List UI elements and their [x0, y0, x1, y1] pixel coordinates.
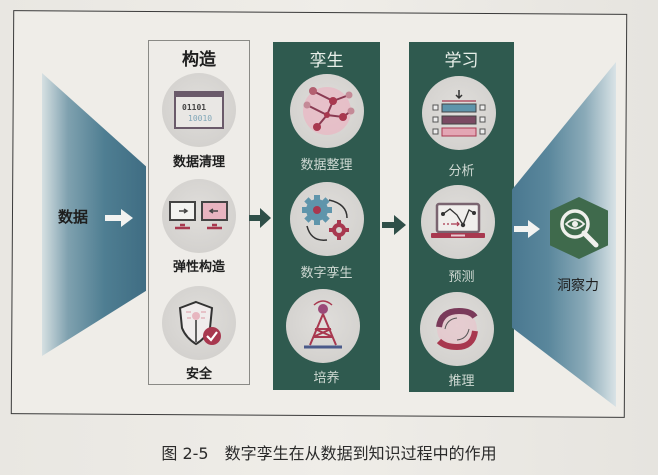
column-build: 构造 01101 10010 数据清理 弹性构造 安全 — [148, 40, 250, 385]
column-title: 孪生 — [309, 51, 344, 71]
item-circle — [286, 289, 360, 363]
arrow-right-icon — [514, 220, 540, 238]
figure-caption: 图 2-5 数字孪生在从数据到知识过程中的作用 — [0, 440, 658, 464]
arrow-right-icon — [105, 209, 133, 227]
output-label: 洞察力 — [557, 278, 599, 294]
item-label: 推理 — [448, 374, 475, 389]
item-label: 分析 — [448, 164, 475, 179]
item-label: 安全 — [185, 367, 212, 382]
shield-check-icon — [178, 300, 221, 346]
item-label: 数据整理 — [300, 158, 353, 173]
cycle-arrows-icon — [436, 307, 478, 351]
column-twin: 孪生 数据整理 — [273, 42, 380, 390]
item-circle — [421, 185, 495, 259]
arrow-right-icon — [382, 215, 406, 235]
item-circle — [422, 76, 496, 150]
input-label: 数据 — [58, 208, 89, 226]
item-label: 预测 — [448, 270, 475, 285]
caption-number: 图 2-5 — [161, 444, 209, 463]
two-monitors-transfer-icon — [169, 201, 228, 230]
network-nodes-icon — [303, 87, 355, 135]
item-circle — [290, 182, 364, 256]
twin-gears-icon — [302, 195, 349, 241]
magnifier-eye-icon — [560, 209, 599, 248]
item-circle — [162, 179, 236, 253]
caption-text: 数字孪生在从数据到知识过程中的作用 — [224, 444, 497, 463]
item-label: 数字孪生 — [300, 266, 353, 281]
column-learn: 学习 分析 预测 — [409, 42, 514, 392]
item-circle — [162, 286, 236, 360]
binary-window-icon: 01101 10010 — [174, 91, 224, 129]
insight-badge — [550, 197, 608, 259]
laptop-chart-icon — [431, 202, 485, 238]
svg-text:10010: 10010 — [188, 114, 212, 123]
column-title: 构造 — [182, 50, 216, 70]
column-title: 学习 — [444, 51, 479, 71]
item-circle — [420, 292, 494, 366]
svg-text:01101: 01101 — [182, 103, 206, 112]
item-label: 培养 — [313, 371, 340, 386]
item-label: 弹性构造 — [172, 260, 225, 275]
signal-tower-icon — [304, 300, 342, 349]
arrow-right-icon — [249, 208, 271, 228]
item-circle — [290, 74, 364, 148]
stacked-bars-icon — [432, 90, 486, 137]
item-circle: 01101 10010 — [162, 73, 236, 147]
item-label: 数据清理 — [172, 155, 225, 170]
